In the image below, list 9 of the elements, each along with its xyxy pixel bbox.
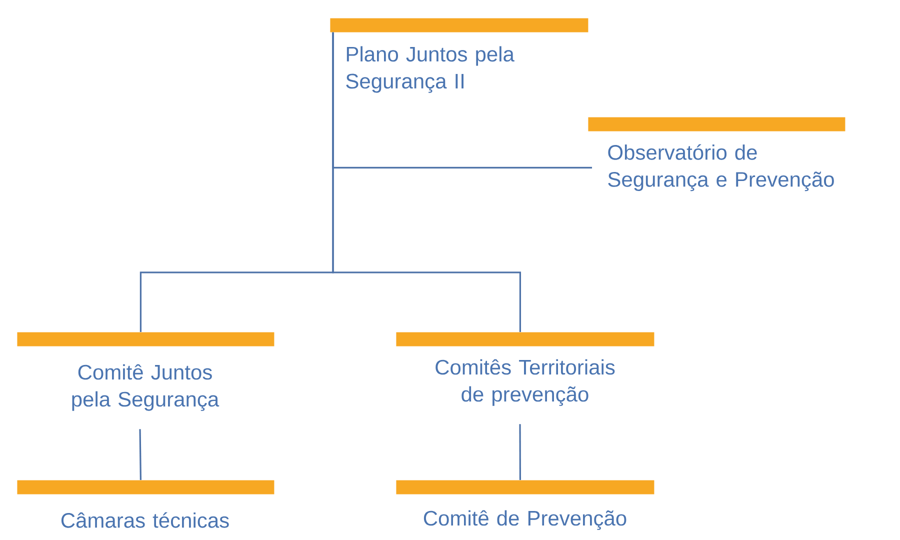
org-unit: Comitês Territoriais de prevenção	[396, 332, 654, 406]
org-unit: Câmaras técnicas	[17, 480, 274, 528]
connector-line	[139, 429, 142, 480]
org-unit: Comitê de Prevenção	[396, 480, 654, 530]
connector-line	[519, 424, 521, 480]
org-unit: Observatório de Segurança e Prevenção	[588, 117, 846, 192]
org-unit: Comitê Juntos pela Segurança	[17, 332, 274, 411]
connector-line	[332, 32, 521, 332]
org-unit: Plano Juntos pela Segurança II	[330, 18, 588, 93]
